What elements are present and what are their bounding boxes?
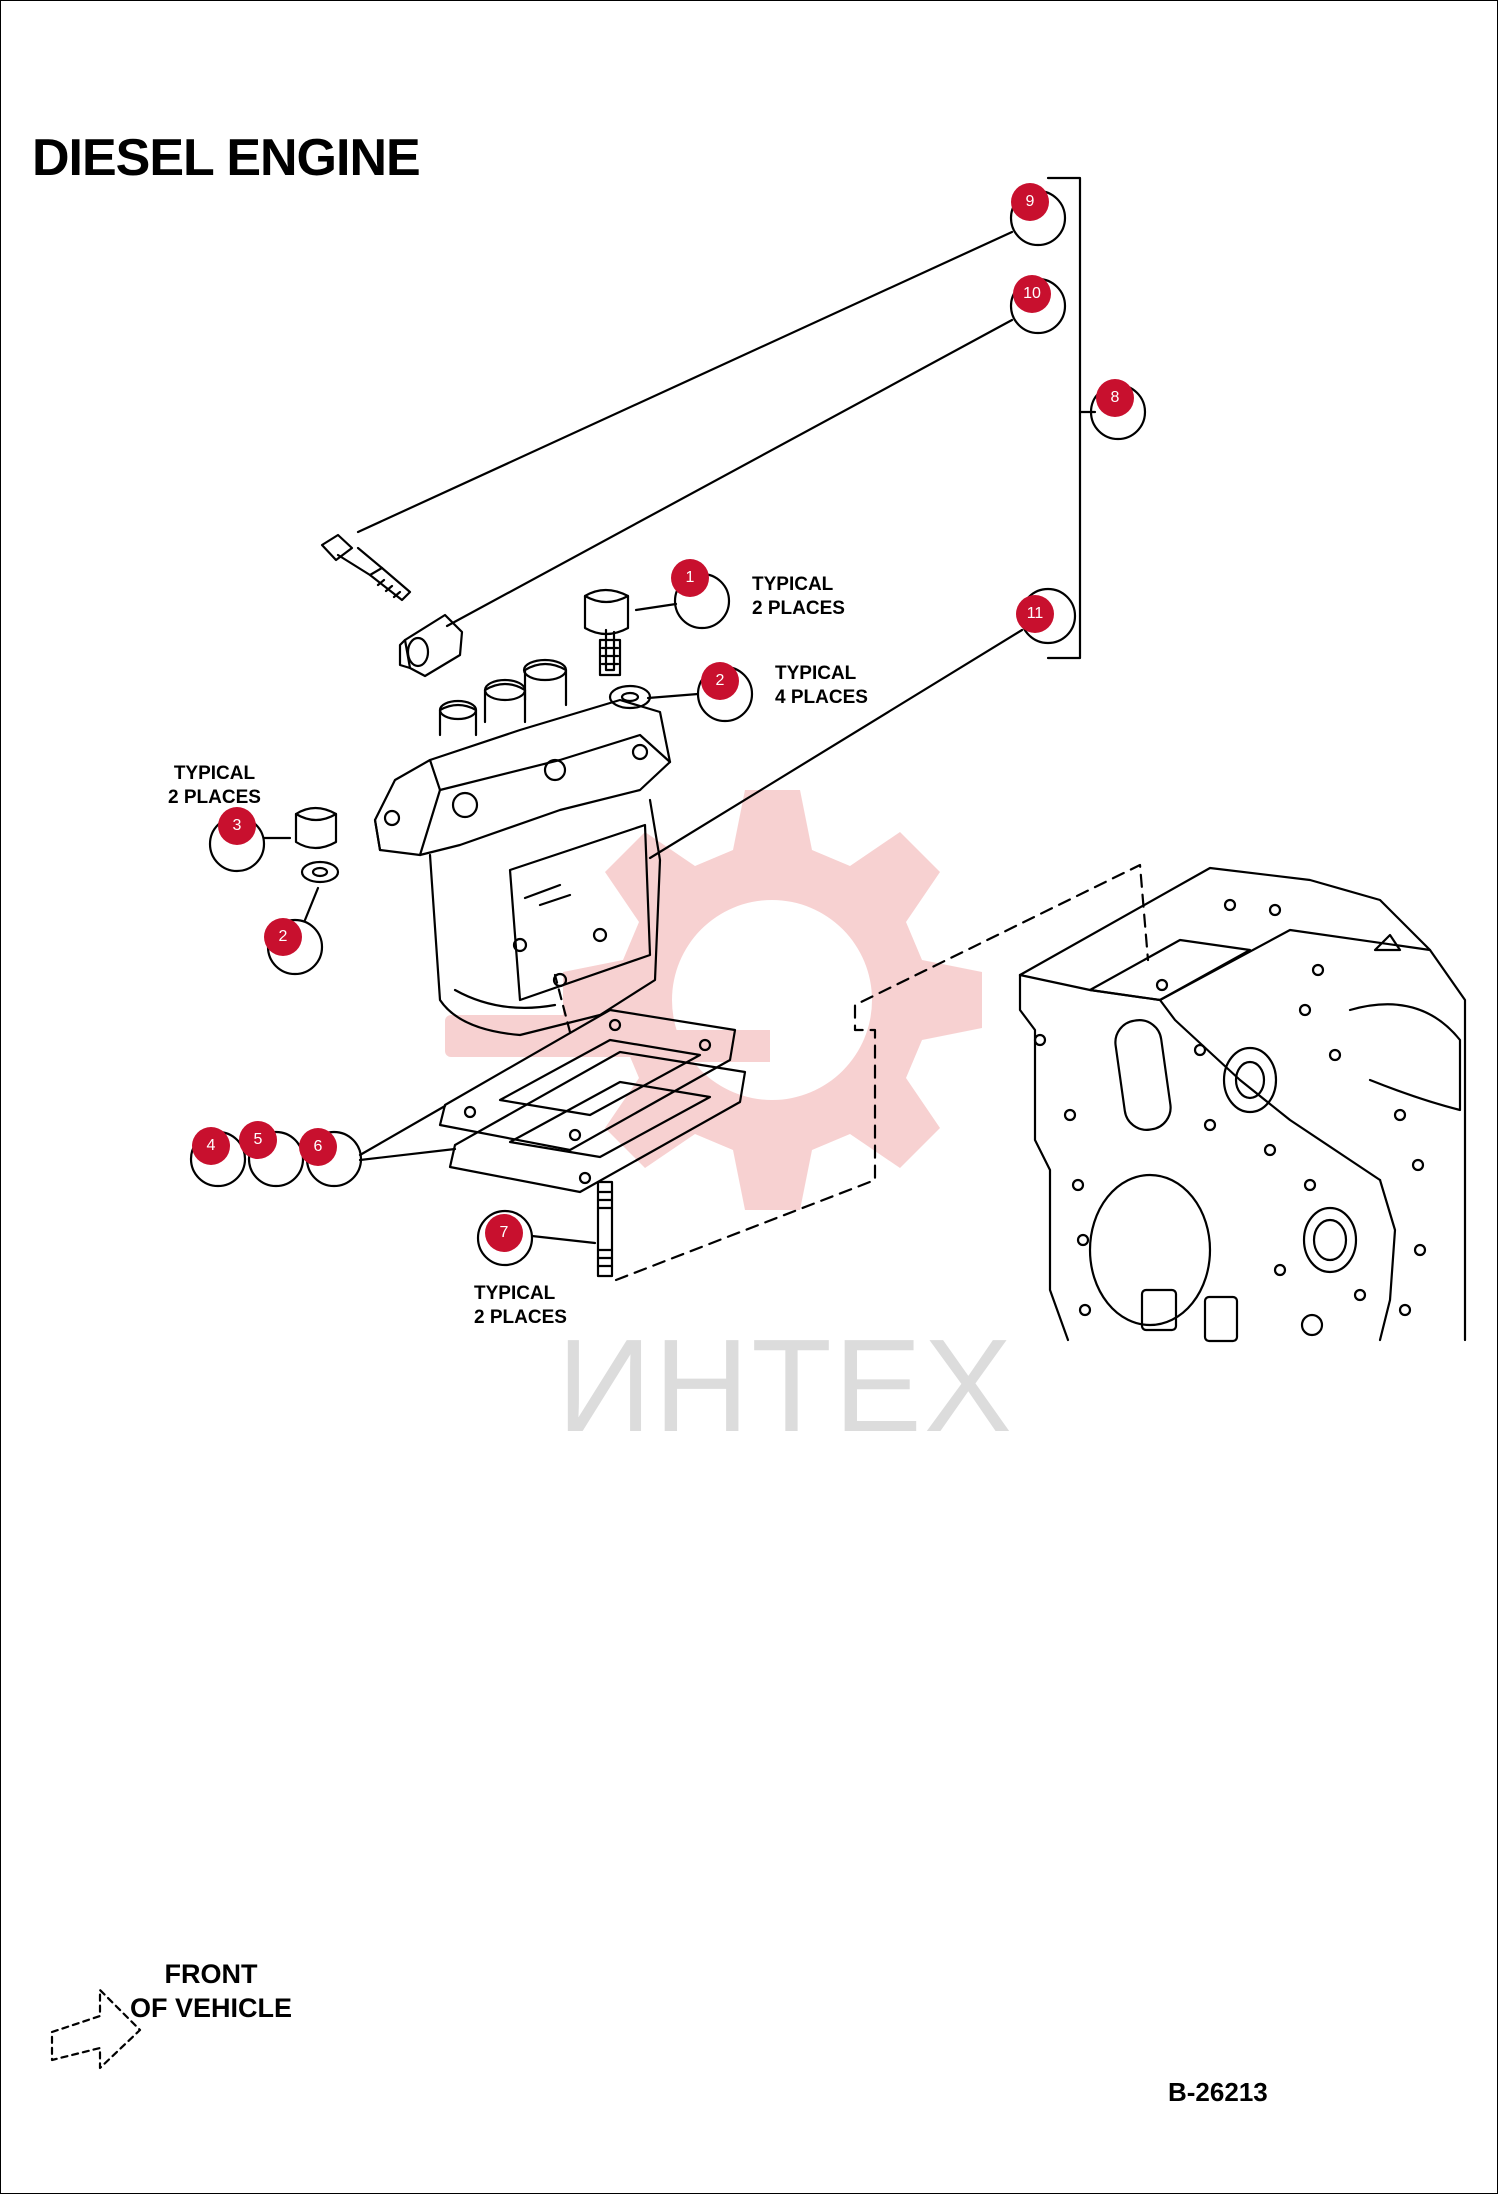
washer-top bbox=[608, 684, 652, 710]
callout-2-top[interactable]: 2 bbox=[701, 662, 739, 700]
callout-1[interactable]: 1 bbox=[671, 559, 709, 597]
callout-9[interactable]: 9 bbox=[1011, 183, 1049, 221]
banjo-bolt bbox=[320, 533, 412, 602]
front-arrow-icon bbox=[50, 1988, 142, 2070]
callout-10[interactable]: 10 bbox=[1013, 275, 1051, 313]
watermark-text: ИНТЕХ bbox=[557, 1312, 1014, 1459]
callout-2-bottom[interactable]: 2 bbox=[264, 918, 302, 956]
injection-pump bbox=[373, 658, 672, 1037]
callout-8[interactable]: 8 bbox=[1096, 379, 1134, 417]
cap-screw bbox=[583, 588, 630, 677]
gasket-lower bbox=[448, 1050, 747, 1194]
washer-bottom bbox=[300, 860, 340, 884]
callout-5[interactable]: 5 bbox=[239, 1121, 277, 1159]
engine-block bbox=[1018, 866, 1467, 1343]
callout-7[interactable]: 7 bbox=[485, 1214, 523, 1252]
callout-6[interactable]: 6 bbox=[299, 1128, 337, 1166]
nut bbox=[294, 806, 338, 850]
callout-11[interactable]: 11 bbox=[1016, 595, 1054, 633]
figure-reference: B-26213 bbox=[1168, 2077, 1268, 2107]
banjo-fitting bbox=[398, 613, 464, 678]
callout-ring-7 bbox=[476, 1209, 534, 1267]
callout-3[interactable]: 3 bbox=[218, 807, 256, 845]
gasket-upper bbox=[438, 1008, 737, 1152]
watermark-gear-icon bbox=[445, 790, 982, 1210]
group-bracket bbox=[1046, 176, 1082, 660]
stud bbox=[596, 1180, 614, 1278]
page-title: DIESEL ENGINE bbox=[32, 129, 421, 187]
callout-4[interactable]: 4 bbox=[192, 1127, 230, 1165]
